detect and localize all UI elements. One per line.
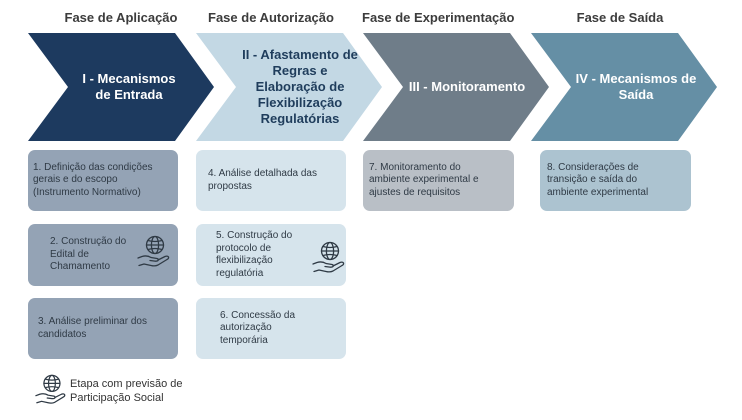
globe-hand-icon [312,241,345,273]
step-box-5: 5. Construção do protocolo de flexibiliz… [196,224,346,286]
step-text-3: 3. Análise preliminar dos candidatos [38,316,147,340]
arrow-saida [531,33,717,141]
phase-arrows [28,33,717,141]
step-text-8: 8. Considerações de transição e saída do… [547,161,649,198]
step-text-2: 2. Construção do Edital de Chamamento [50,236,127,273]
step-box-4: 4. Análise detalhada das propostas [196,150,346,211]
globe-hand-icon [137,235,170,267]
arrow-label-mecanismos-entrada: I - Mecanismos de Entrada [82,71,176,102]
step-box-3: 3. Análise preliminar dos candidatos [28,298,178,359]
phase-title-saida: Fase de Saída [576,10,664,25]
step-text-7: 7. Monitoramento do ambiente experimenta… [369,161,479,198]
legend-line-2: Participação Social [70,392,164,404]
phase-title-aplicacao: Fase de Aplicação [64,10,178,25]
step-text-1: 1. Definição das condições gerais e do e… [33,161,153,198]
step-text-4: 4. Análise detalhada das propostas [208,168,317,192]
step-box-2: 2. Construção do Edital de Chamamento [28,224,178,286]
arrow-label-mecanismos-saida: IV - Mecanismos de Saída [575,71,697,102]
step-text-6: 6. Concessão da autorização temporária [220,309,296,346]
legend-text: Etapa com previsão de Participação Socia… [70,377,183,405]
legend-globe-hand-icon [35,374,66,404]
step-box-8: 8. Considerações de transição e saída do… [540,150,691,211]
legend-line-1: Etapa com previsão de [70,378,183,390]
step-text-5: 5. Construção do protocolo de flexibiliz… [216,230,293,279]
arrow-autorizacao [196,33,382,141]
step-box-1: 1. Definição das condições gerais e do e… [28,150,178,211]
phase-title-experimentacao: Fase de Experimentação [362,10,515,25]
arrow-aplicacao [28,33,214,141]
arrow-label-monitoramento: III - Monitoramento [408,79,526,94]
step-box-6: 6. Concessão da autorização temporária [196,298,346,359]
arrow-experimentacao [363,33,549,141]
step-box-7: 7. Monitoramento do ambiente experimenta… [363,150,514,211]
arrow-label-afastamento-regras: II - Afastamento de Regras e Elaboração … [242,47,358,126]
phase-title-autorizacao: Fase de Autorização [208,10,334,25]
